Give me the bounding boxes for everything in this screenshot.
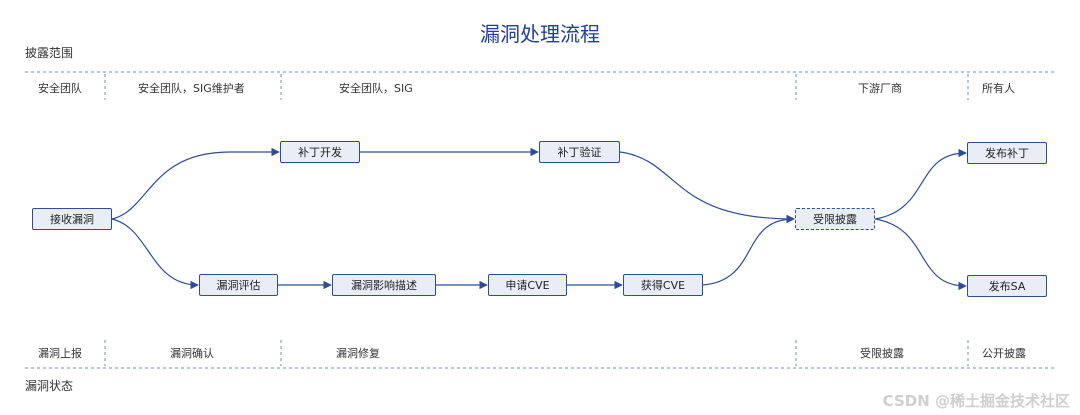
scope-downstream: 下游厂商	[858, 82, 902, 95]
node-apply-cve: 申请CVE	[488, 274, 567, 296]
edge-receive-assess	[111, 218, 199, 290]
edge-limited-publishpatch	[874, 148, 967, 220]
disclosure-scope-label: 披露范围	[25, 46, 74, 60]
status-public-disclosure: 公开披露	[982, 347, 1026, 360]
scope-security-team: 安全团队	[38, 82, 82, 95]
status-limited-disclosure: 受限披露	[860, 347, 904, 360]
node-impact: 漏洞影响描述	[332, 274, 436, 296]
scope-team-sig-maintainer: 安全团队，SIG维护者	[138, 82, 245, 95]
node-receive: 接收漏洞	[32, 208, 112, 230]
status-fixing: 漏洞修复	[336, 347, 380, 360]
edge-patchverify-limited	[619, 151, 795, 224]
node-assess: 漏洞评估	[199, 274, 278, 296]
edge-getcve-limited	[702, 214, 795, 286]
node-patch-dev: 补丁开发	[280, 141, 360, 163]
node-limited-disclosure: 受限披露	[795, 208, 875, 230]
status-confirmed: 漏洞确认	[170, 347, 214, 360]
diagram-title: 漏洞处理流程	[480, 22, 600, 46]
edge-limited-publishsa	[874, 218, 967, 291]
node-publish-sa: 发布SA	[967, 275, 1047, 297]
node-patch-verify: 补丁验证	[539, 141, 620, 163]
scope-team-sig: 安全团队，SIG	[339, 82, 413, 95]
status-reported: 漏洞上报	[38, 347, 82, 360]
edge-receive-patchdev	[111, 147, 280, 220]
node-publish-patch: 发布补丁	[967, 142, 1047, 164]
watermark: CSDN @稀土掘金技术社区	[882, 392, 1070, 410]
node-get-cve: 获得CVE	[623, 274, 703, 296]
vuln-status-label: 漏洞状态	[25, 379, 74, 393]
scope-everyone: 所有人	[982, 82, 1015, 95]
